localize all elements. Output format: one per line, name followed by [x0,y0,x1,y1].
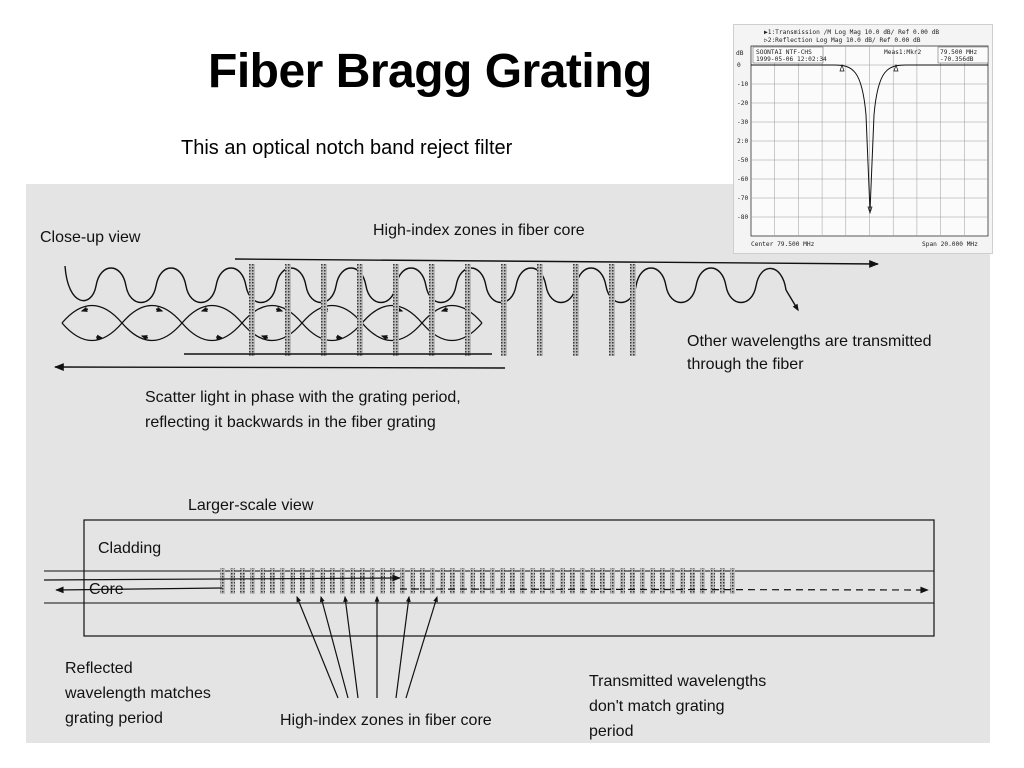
forward-arrow [234,258,879,268]
slide-subtitle: This an optical notch band reject filter [181,137,513,159]
transmitted-text-line1: Other wavelengths are transmitted [687,333,932,350]
transmitted-arrow-large [399,586,929,594]
transmitted-bottom-line1: Transmitted wavelengths [589,673,766,690]
grating-bars-large [220,568,735,594]
y-tick: 2:0 [737,138,748,145]
zone-pointer-arrows [296,595,438,699]
larger-scale-view-label: Larger-scale view [188,497,314,514]
slide-title: Fiber Bragg Grating [208,45,652,98]
closeup-view-label: Close-up view [40,229,141,246]
y-tick: 0 [737,62,741,69]
analyzer-info2: 1999-05-06 12:02:34 [756,56,827,63]
diagram-panel [26,184,990,743]
scatter-text-line1: Scatter light in phase with the grating … [145,389,461,406]
reflected-text-line2: wavelength matches [64,685,211,702]
y-tick: -30 [737,119,748,126]
transmitted-bottom-line2: don't match grating [589,698,725,715]
fiber-outline [83,519,935,637]
transmitted-bottom-line3: period [589,723,633,740]
zones-label-bottom: High-index zones in fiber core [280,712,492,729]
closeup-zones-label: High-index zones in fiber core [373,222,585,239]
analyzer-marker-box [937,46,989,64]
analyzer-span: Span 20.000 MHz [922,241,978,248]
reflected-arrow [54,363,506,371]
network-analyzer-display: ▶1:Transmission /M Log Mag 10.0 dB/ Ref … [733,24,993,254]
transmission-trace [751,64,988,212]
grating-bars-closeup [249,264,636,356]
y-tick: -70 [737,195,748,202]
incident-wave [64,265,799,312]
reflected-text-line3: grating period [65,710,163,727]
analyzer-unit: dB [736,50,744,57]
transmitted-text-line2: through the fiber [687,356,804,373]
y-tick: -60 [737,176,748,183]
analyzer-header1: ▶1:Transmission /M Log Mag 10.0 dB/ Ref … [764,29,939,36]
y-tick: -10 [737,81,748,88]
analyzer-center: Center 79.500 MHz [751,241,815,248]
analyzer-header2: ▷2:Reflection Log Mag 10.0 dB/ Ref 0.00 … [764,37,921,44]
reflected-wave [61,304,483,342]
analyzer-marker-freq: 79.500 MHz [940,49,978,56]
reflected-text-line1: Reflected [65,660,133,677]
analyzer-marker-value: -70.356dB [940,56,974,63]
scatter-text-line2: reflecting it backwards in the fiber gra… [145,414,436,431]
marker-1 [839,63,845,72]
analyzer-marker-label: Meas1:Mkr2 [884,49,922,56]
analyzer-info-box [752,46,824,64]
marker-3 [893,63,899,72]
reflected-arrow-large [55,586,223,594]
marker-2 [867,206,873,215]
y-tick: -50 [737,157,748,164]
analyzer-info1: SOONTAI NTF-CHS [756,49,812,56]
y-tick: -80 [737,214,748,221]
y-tick: -20 [737,100,748,107]
analyzer-y-ticks: 0 -10 -20 -30 2:0 -50 -60 -70 -80 [737,62,748,221]
incident-arrow-large [43,574,401,582]
cladding-label: Cladding [98,540,161,557]
